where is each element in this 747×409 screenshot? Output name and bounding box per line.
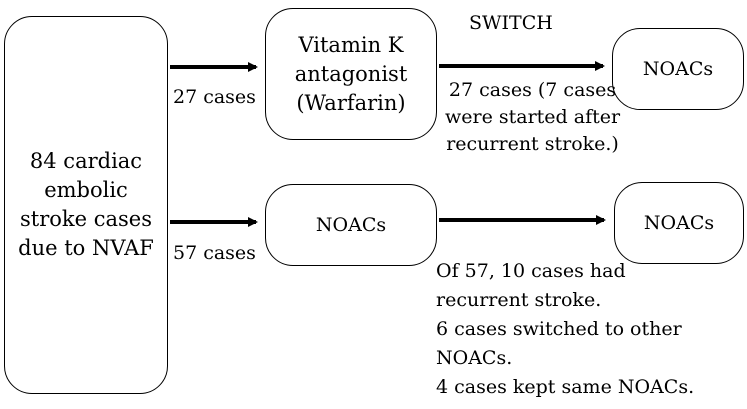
bottom-note-line-4: NOACs. [436,347,513,369]
switch-note-line-1: 27 cases (7 cases [448,79,617,101]
vka-line-3: (Warfarin) [296,90,406,115]
noac-top-box: NOACs [612,28,744,110]
switch-note-line-2: were started after [445,106,621,128]
source-line-2: embolic [44,178,128,202]
noac-top-label: NOACs [642,58,714,80]
vka-box: Vitamin K antagonist (Warfarin) [265,8,437,140]
bottom-note-line-2: recurrent stroke. [436,289,602,311]
noac-mid-box: NOACs [265,184,437,266]
source-line-3: stroke cases [20,207,152,231]
bottom-note-line-3: 6 cases switched to other [436,318,682,340]
switch-label: SWITCH [469,12,553,34]
vka-line-2: antagonist [294,61,408,86]
noac-right-box: NOACs [614,182,744,264]
top-branch-label: 27 cases [173,86,256,108]
bottom-branch-label: 57 cases [173,242,256,264]
vka-line-1: Vitamin K [298,32,404,57]
source-line-4: due to NVAF [18,236,154,260]
source-line-1: 84 cardiac [29,149,143,173]
noac-right-label: NOACs [643,212,715,234]
switch-note: 27 cases (7 cases were started after rec… [445,77,620,158]
switch-note-line-3: recurrent stroke.) [446,133,619,155]
bottom-note: Of 57, 10 cases had recurrent stroke. 6 … [436,257,694,402]
bottom-note-line-1: Of 57, 10 cases had [436,260,626,282]
source-box: 84 cardiac embolic stroke cases due to N… [4,16,168,394]
bottom-note-line-5: 4 cases kept same NOACs. [436,376,695,398]
noac-mid-label: NOACs [315,214,387,236]
